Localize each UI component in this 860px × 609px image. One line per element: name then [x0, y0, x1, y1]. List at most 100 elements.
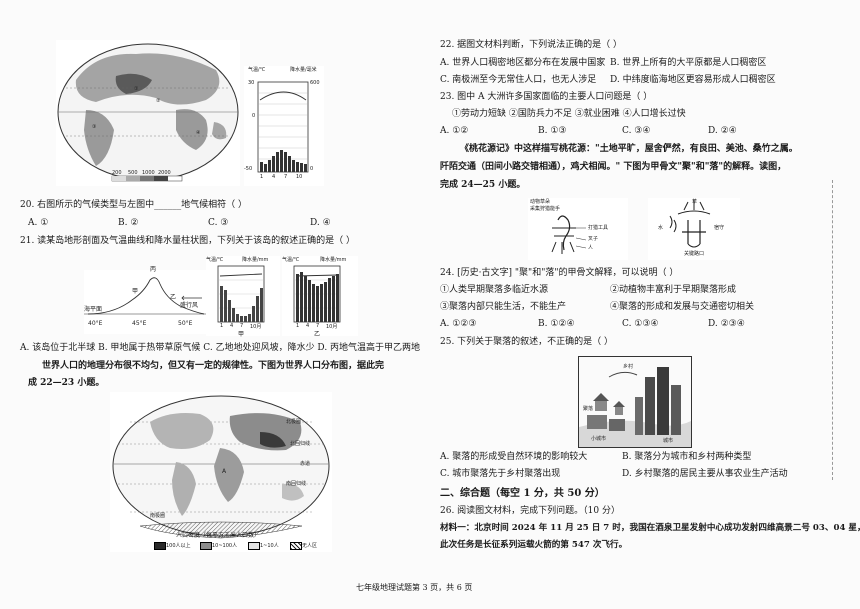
jia-left-title: 气温/℃: [206, 257, 224, 263]
jia-right-title: 降水量/mm: [242, 257, 269, 263]
settlement-label-village: 乡村: [623, 364, 634, 370]
intro-22-23-line2: 成 22—23 小题。: [28, 378, 105, 388]
island-profile-figure: 丙 甲 乙 盛行风 海平面 40°E 45°E 50°E: [84, 266, 208, 334]
q22-option-d[interactable]: D. 中纬度临海地区更容易形成人口稠密区: [610, 75, 776, 85]
jia-x-4: 4: [230, 323, 234, 329]
q20-option-c[interactable]: C. ③: [208, 218, 229, 228]
island-label-40e: 40°E: [88, 320, 103, 327]
q23-items: ①劳动力短缺 ②国防兵力不足 ③就业困难 ④人口增长过快: [452, 109, 686, 119]
legend-swatch-100: [154, 542, 166, 550]
oracle-ju-figure: 动物草朵 采集狩猎能手 打猎工具 叉子 人: [528, 198, 628, 260]
legend-swatch-none: [290, 542, 302, 550]
q20-option-a[interactable]: A. ①: [28, 218, 49, 228]
map1-label-2: ②: [156, 98, 161, 104]
island-label-45e: 45°E: [132, 320, 147, 327]
q23-option-c[interactable]: C. ③④: [622, 126, 651, 136]
ju-label-3: 打猎工具: [588, 225, 609, 231]
luo-label-guard: 宿守: [714, 225, 725, 231]
yi-right-title: 降水量/mm: [320, 257, 347, 263]
q25-option-a[interactable]: A. 聚落的形成受自然环境的影响较大: [440, 452, 588, 462]
map1-label-3: ③: [92, 124, 97, 130]
climate-rtick-600: 600: [310, 80, 320, 86]
q24-option-a[interactable]: A. ①②③: [440, 319, 477, 329]
settlement-label-city: 城市: [663, 438, 674, 444]
climate-rtick-0: 0: [310, 166, 314, 172]
pop-legend-title: 人口密度（每平方千米人口数）: [176, 532, 261, 539]
pop-label-a: A: [222, 468, 227, 475]
q24-option-b[interactable]: B. ①②④: [538, 319, 575, 329]
climate-left-axis-title: 气温/℃: [248, 67, 266, 73]
q24-option-c[interactable]: C. ①③④: [622, 319, 659, 329]
map1-label-4: ④: [196, 130, 201, 136]
world-map-graphic: [57, 43, 239, 182]
pop-label-equator: 赤道: [300, 461, 311, 467]
legend-label-1-10: 1~10人: [260, 543, 279, 549]
settlement-label-smallcity: 小城市: [591, 436, 607, 442]
q26-stem: 26. 阅读图文材料，完成下列问题。（10 分）: [440, 506, 620, 516]
q25-stem: 25. 下列关于聚落的叙述，不正确的是（ ）: [440, 337, 614, 347]
map1-elev-2000: 2000: [158, 170, 171, 176]
q24-item-4: ④聚落的形成和发展与交通密切相关: [610, 302, 755, 312]
map1-elev-200: 200: [112, 170, 122, 176]
q20-stem: 20. 右图所示的气候类型与左图中______地气候相符（ ）: [20, 200, 248, 210]
yi-x-7: 7: [316, 323, 320, 329]
legend-label-10-100: 10~100人: [212, 543, 238, 549]
world-map-figure: ① ② ③ ④ 200 500 1000 2000: [56, 40, 240, 186]
climate-tick-0: 0: [252, 113, 256, 119]
material-1-line2: 此次任务是长征系列运载火箭的第 547 次飞行。: [440, 540, 628, 550]
climate-right-axis-title: 降水量/毫米: [290, 67, 317, 73]
legend-swatch-1-10: [248, 542, 260, 550]
q21-options[interactable]: A. 该岛位于北半球 B. 甲地属于热带草原气候 C. 乙地地处迎风坡，降水少 …: [20, 343, 421, 353]
q24-item-3: ③聚落内部只能生活，不能生产: [440, 302, 567, 312]
q23-option-d[interactable]: D. ②④: [708, 126, 737, 136]
yi-x-4: 4: [306, 323, 310, 329]
oracle-luo-figure: 草 水 宿守 关键路口: [648, 198, 740, 260]
page-footer: 七年级地理试题第 3 页，共 6 页: [356, 583, 473, 592]
yi-chart-name: 乙: [314, 331, 321, 338]
q24-item-2: ②动植物丰富利于早期聚落形成: [610, 285, 737, 295]
climate-chart: 气温/℃ 降水量/毫米 30 0 -50 600 0 1 4 7 10: [244, 66, 324, 186]
q25-option-d[interactable]: D. 乡村聚落的居民主要从事农业生产活动: [622, 469, 788, 479]
pop-label-tropic-s: 南回归线: [286, 481, 307, 487]
q23-option-a[interactable]: A. ①②: [440, 126, 469, 136]
q23-stem: 23. 图中 A 大洲许多国家面临的主要人口问题是（ ）: [440, 92, 653, 102]
binding-margin: [832, 180, 834, 480]
section2-title: 二、综合题（每空 1 分，共 50 分）: [440, 488, 605, 499]
climate-x-4: 4: [272, 174, 276, 180]
q22-option-b[interactable]: B. 世界上所有的大平原都是人口稠密区: [610, 58, 767, 68]
luo-label-grass: 草: [692, 199, 698, 205]
settlement-label-settlement: 聚落: [583, 406, 594, 412]
pop-label-arctic: 北极圈: [286, 419, 302, 425]
q22-option-a[interactable]: A. 世界人口稠密地区都分布在发展中国家: [440, 58, 606, 68]
q20-option-d[interactable]: D. ④: [310, 218, 331, 228]
yi-x-10: 10月: [326, 324, 338, 330]
jia-x-7: 7: [240, 323, 244, 329]
population-map-figure: 北极圈 北回归线 赤道 南回归线 南极圈 A: [110, 392, 332, 552]
q22-stem: 22. 据图文材料判断，下列说法正确的是（ ）: [440, 40, 623, 50]
jia-chart-name: 甲: [238, 331, 245, 338]
jia-x-10: 10月: [250, 324, 262, 330]
climate-tick-neg50: -50: [244, 166, 253, 172]
yi-x-1: 1: [296, 323, 300, 329]
intro-24-25-line1: 《桃花源记》中这样描写桃花源："土地平旷，屋舍俨然，有良田、美池、桑竹之属。: [460, 144, 798, 154]
island-label-sealevel: 海平面: [84, 306, 103, 313]
q20-option-b[interactable]: B. ②: [118, 218, 139, 228]
q21-stem: 21. 读某岛地形剖面及气温曲线和降水量柱状图，下列关于该岛的叙述正确的是（ ）: [20, 236, 356, 246]
intro-24-25-line2: 阡陌交通（田间小路交错相通），鸡犬相闻。" 下图为甲骨文"聚"和"落"的解释。读…: [440, 162, 787, 172]
q25-option-c[interactable]: C. 城市聚落先于乡村聚落出现: [440, 469, 561, 479]
q25-option-b[interactable]: B. 聚落分为城市和乡村两种类型: [622, 452, 752, 462]
island-label-50e: 50°E: [178, 320, 193, 327]
q24-stem: 24. [历史·古文字] "聚"和"落"的甲骨文解释，可以说明（ ）: [440, 268, 679, 278]
climate-x-7: 7: [284, 174, 288, 180]
settlement-figure: 乡村 聚落 城市 小城市: [578, 356, 692, 448]
q22-option-c[interactable]: C. 南极洲至今无常住人口，也无人涉足: [440, 75, 597, 85]
island-climate-yi: 气温/℃ 降水量/mm 1 4 7 10月 乙: [282, 256, 358, 338]
q23-option-b[interactable]: B. ①③: [538, 126, 567, 136]
island-climate-jia: 气温/℃ 降水量/mm 1 4 7 10月 甲: [206, 256, 280, 338]
pop-label-antarctic: 南极圈: [150, 513, 166, 519]
legend-swatch-10-100: [200, 542, 212, 550]
q24-option-d[interactable]: D. ②③④: [708, 319, 745, 329]
legend-label-100: 100人以上: [166, 543, 191, 549]
yi-left-title: 气温/℃: [282, 257, 300, 263]
climate-x-1: 1: [260, 174, 264, 180]
